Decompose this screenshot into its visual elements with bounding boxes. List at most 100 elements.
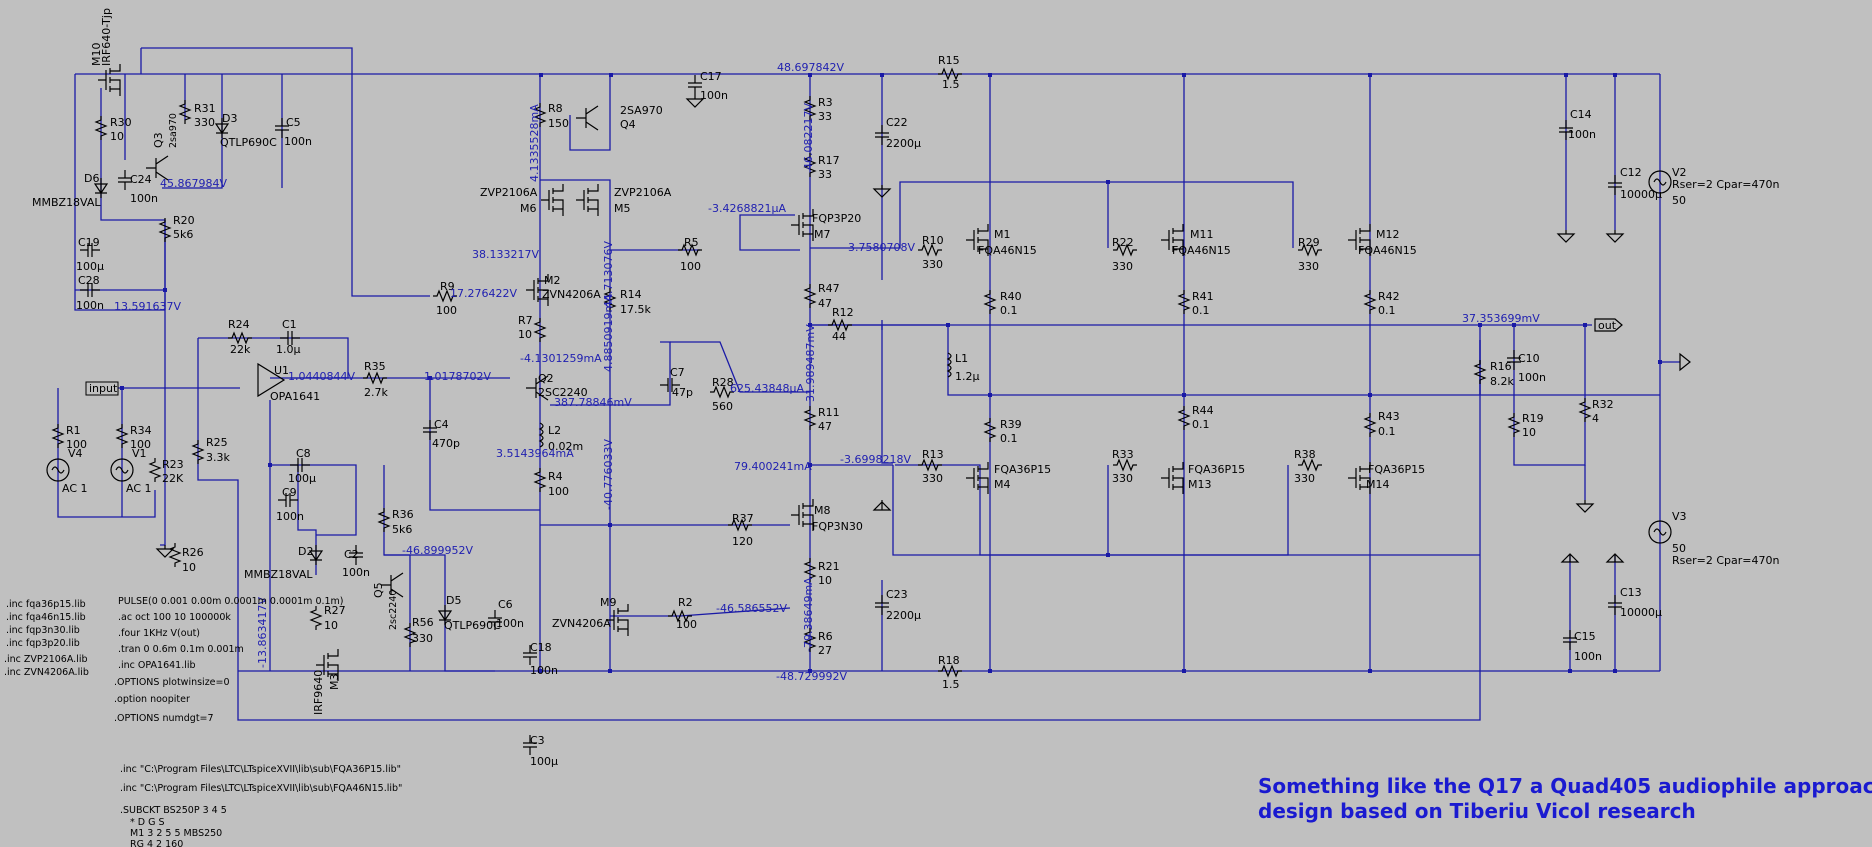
bjt-q4-icon[interactable] <box>575 105 599 131</box>
input-port[interactable]: input <box>85 381 119 396</box>
output-port[interactable]: out <box>1594 318 1623 332</box>
value-q3: 2sa970 <box>168 113 179 148</box>
value-d3: QTLP690C <box>220 136 277 149</box>
resistor-r19-icon[interactable] <box>1508 412 1520 438</box>
resistor-r35-icon[interactable] <box>362 372 388 384</box>
value-q4: 2SA970 <box>620 104 663 117</box>
measurement-label: 1.0178702V <box>424 370 491 383</box>
measurement-label: 17.276422V <box>450 287 517 300</box>
ref-c4: C4 <box>434 418 449 431</box>
resistor-r36-icon[interactable] <box>378 507 390 533</box>
pulse-directive: PULSE(0 0.001 0.00m 0.0001m 0.0001m 0.1m… <box>118 596 344 607</box>
directive-line: .tran 0 0.6m 0.1m 0.001m <box>118 644 244 655</box>
resistor-r42-icon[interactable] <box>1364 289 1376 315</box>
ref-c8: C8 <box>296 447 311 460</box>
value-m14: FQA36P15 <box>1368 463 1425 476</box>
measurement-label: -46.899952V <box>402 544 473 557</box>
measurement-label: 46.082217V <box>802 103 815 170</box>
ref-c1: C1 <box>282 318 297 331</box>
ref-c7: C7 <box>670 366 685 379</box>
ref-r23: R23 <box>162 458 184 471</box>
value-r9: 100 <box>436 304 457 317</box>
mosfet-m5-icon[interactable] <box>575 183 599 217</box>
value-m12: FQA46N15 <box>1358 244 1417 257</box>
value-r14: 17.5k <box>620 303 651 316</box>
resistor-r20-icon[interactable] <box>159 217 171 243</box>
value-l2: 0.02m <box>548 440 583 453</box>
mosfet-m6-icon[interactable] <box>540 183 564 217</box>
opamp-u1-icon[interactable] <box>257 362 286 398</box>
resistor-r23-icon[interactable] <box>149 457 161 483</box>
ref-r10: R10 <box>922 234 944 247</box>
resistor-r39-icon[interactable] <box>984 417 996 443</box>
ref-c13: C13 <box>1620 586 1642 599</box>
resistor-r24-icon[interactable] <box>227 332 253 344</box>
value-r5: 100 <box>680 260 701 273</box>
value-r19: 10 <box>1522 426 1536 439</box>
ref-q3: Q3 <box>152 132 165 148</box>
resistor-r32-icon[interactable] <box>1579 397 1591 423</box>
resistor-r12-icon[interactable] <box>827 319 853 331</box>
junction-dots <box>120 73 1662 673</box>
resistor-r38-icon[interactable] <box>1297 459 1323 471</box>
ref-r40: R40 <box>1000 290 1022 303</box>
value-r43: 0.1 <box>1378 425 1396 438</box>
resistor-r44-icon[interactable] <box>1178 405 1190 431</box>
value-c1: 1.0µ <box>276 343 301 356</box>
resistor-r16-icon[interactable] <box>1474 359 1486 385</box>
resistor-r11-icon[interactable] <box>804 405 816 431</box>
ref-v2: V2 <box>1672 166 1687 179</box>
mosfet-m13-icon[interactable] <box>1160 461 1184 495</box>
ref-r24: R24 <box>228 318 250 331</box>
directive-line: .inc ZVP2106A.lib <box>4 654 88 665</box>
value-r21: 10 <box>818 574 832 587</box>
resistor-r34-icon[interactable] <box>116 423 128 449</box>
ref-d3: D3 <box>222 112 237 125</box>
measurement-label: 13.591637V <box>114 300 181 313</box>
value-r28: 560 <box>712 400 733 413</box>
ref-c6: C6 <box>498 598 513 611</box>
resistor-r25-icon[interactable] <box>192 439 204 465</box>
subckt-line: .SUBCKT BS250P 3 4 5 <box>120 805 227 816</box>
measurement-label: 387.78846mV <box>554 396 632 409</box>
ref-r27: R27 <box>324 604 346 617</box>
resistor-r1-icon[interactable] <box>52 423 64 449</box>
directive-line: .inc "C:\Program Files\LTC\LTspiceXVII\l… <box>120 764 401 775</box>
resistor-r30-icon[interactable] <box>95 115 107 141</box>
ref-r21: R21 <box>818 560 840 573</box>
resistor-r26-icon[interactable] <box>169 542 181 568</box>
value-r18: 1.5 <box>942 678 960 691</box>
ground-icon <box>872 500 892 511</box>
value-d5: QTLP690C <box>444 619 501 632</box>
value-c4: 470p <box>432 437 460 450</box>
mosfet-m4-icon[interactable] <box>965 461 989 495</box>
resistor-r27-icon[interactable] <box>310 605 322 631</box>
resistor-r31-icon[interactable] <box>179 99 191 125</box>
ref-c10: C10 <box>1518 352 1540 365</box>
resistor-r41-icon[interactable] <box>1178 289 1190 315</box>
resistor-r33-icon[interactable] <box>1112 459 1138 471</box>
measurement-label: 625.43848µA <box>730 382 804 395</box>
ref-r33: R33 <box>1112 448 1134 461</box>
label-layer: M10 IRF640-Tjp R30 10 Q3 2sa970 R31 330 … <box>4 8 1872 847</box>
resistor-r40-icon[interactable] <box>984 289 996 315</box>
ref-m7: M7 <box>814 228 831 241</box>
resistor-r13-icon[interactable] <box>917 459 943 471</box>
value-c9: 100n <box>276 510 304 523</box>
ref-u1: U1 <box>274 364 289 377</box>
directive-line: .OPTIONS plotwinsize=0 <box>114 677 230 688</box>
ref-m4: M4 <box>994 478 1011 491</box>
resistor-r18-icon[interactable] <box>937 665 963 677</box>
resistor-r4-icon[interactable] <box>534 467 546 493</box>
subckt-line: M1 3 2 5 5 MBS250 <box>130 828 222 839</box>
resistor-r7-icon[interactable] <box>534 317 546 343</box>
value-r34: 100 <box>130 438 151 451</box>
ref-c17: C17 <box>700 70 722 83</box>
ref-c2: C2 <box>344 548 359 561</box>
value-m9: ZVN4206A <box>552 617 611 630</box>
ref-c28: C28 <box>78 274 100 287</box>
value-r10: 330 <box>922 258 943 271</box>
resistor-r43-icon[interactable] <box>1364 412 1376 438</box>
resistor-r47-icon[interactable] <box>804 283 816 309</box>
